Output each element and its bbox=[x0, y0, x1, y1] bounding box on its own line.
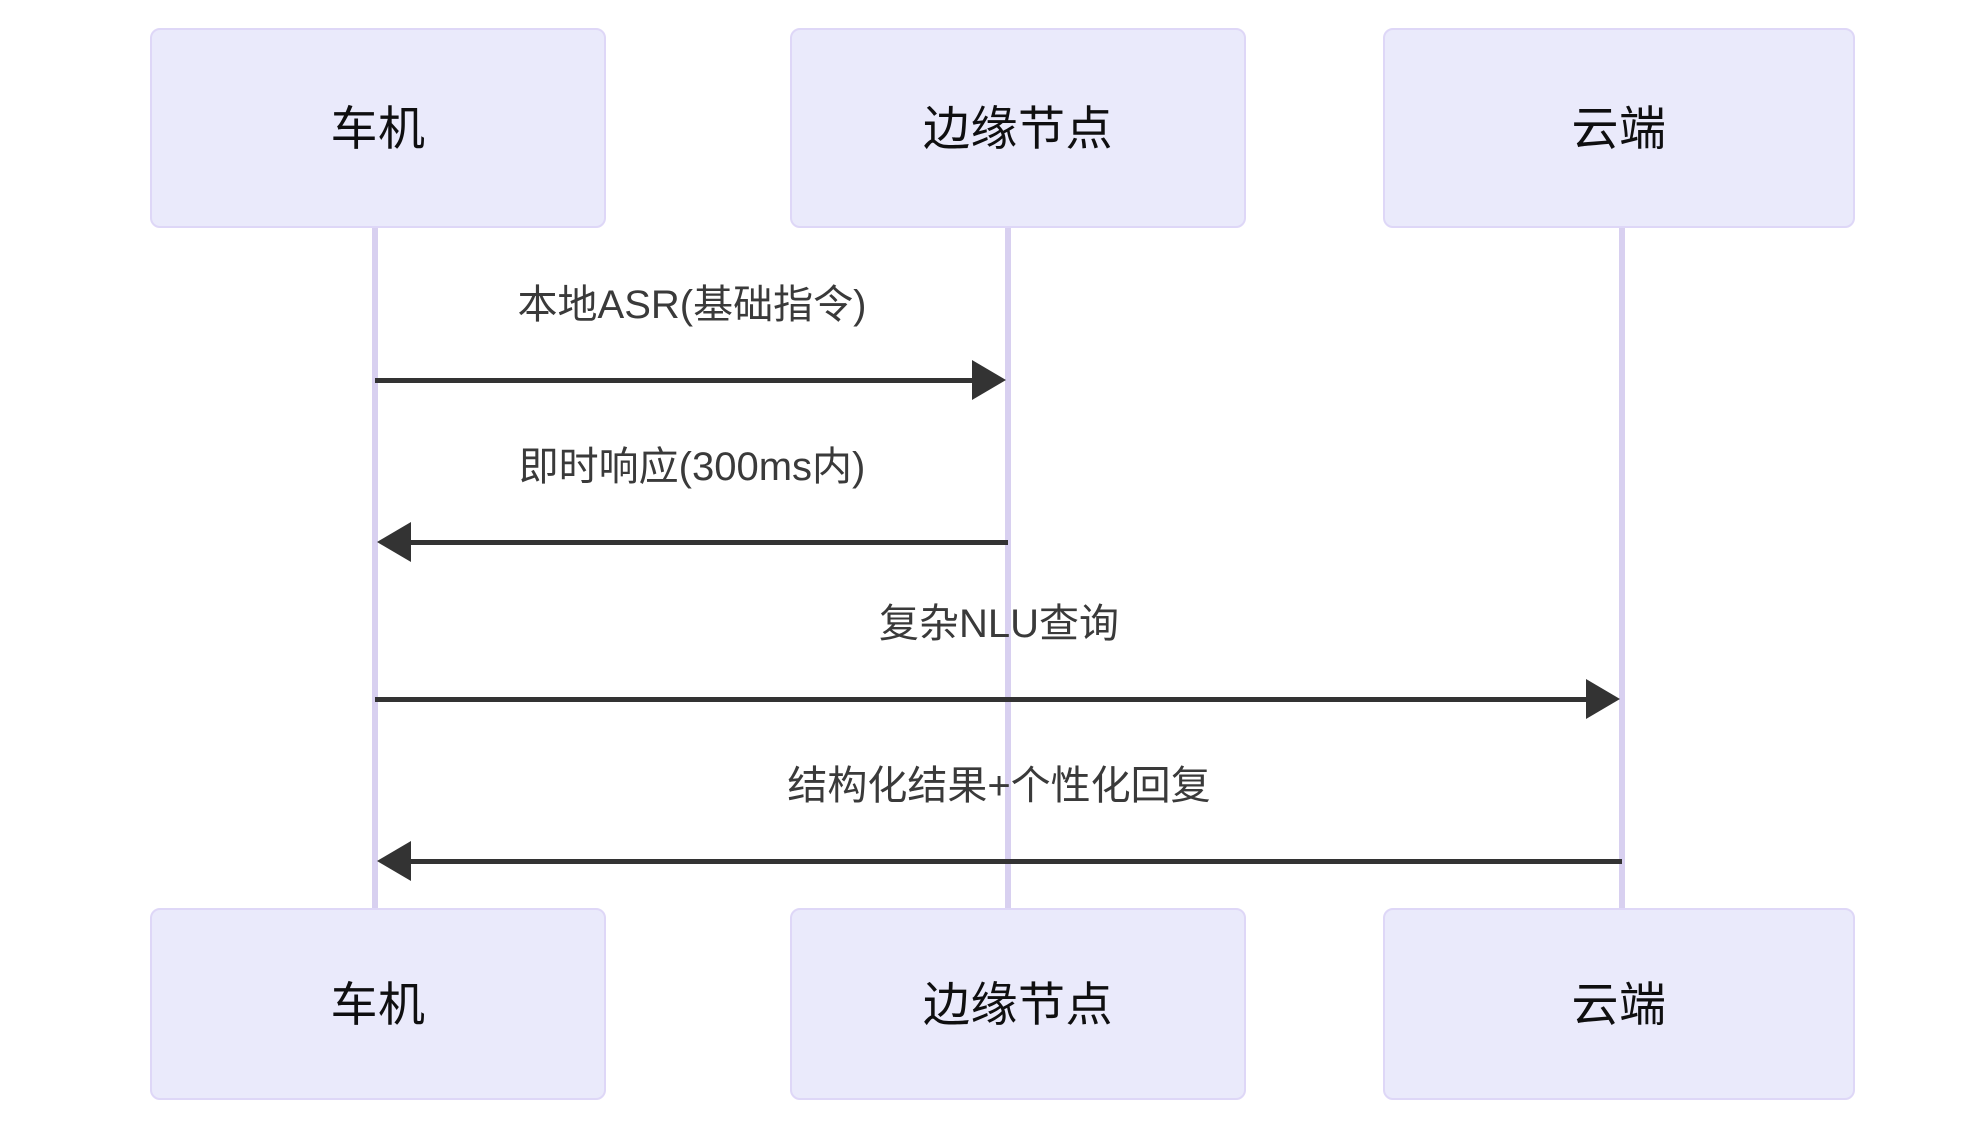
message-label-4: 结构化结果+个性化回复 bbox=[787, 764, 1211, 808]
message-line-2 bbox=[411, 540, 1008, 545]
message-label-2: 即时响应(300ms内) bbox=[518, 445, 866, 489]
lifeline-vehicle bbox=[372, 228, 378, 910]
participant-box-vehicle-bottom[interactable]: 车机 bbox=[150, 908, 606, 1100]
message-arrowhead-2 bbox=[377, 522, 411, 562]
message-label-1: 本地ASR(基础指令) bbox=[517, 283, 867, 327]
lifeline-cloud bbox=[1619, 228, 1625, 910]
participant-label-edge-top: 边缘节点 bbox=[923, 101, 1113, 155]
participant-label-cloud-top: 云端 bbox=[1571, 101, 1667, 155]
participant-label-vehicle-top: 车机 bbox=[330, 101, 426, 155]
message-line-4 bbox=[411, 859, 1622, 864]
message-label-3: 复杂NLU查询 bbox=[878, 602, 1120, 646]
participant-label-edge-bottom: 边缘节点 bbox=[923, 977, 1113, 1031]
message-arrowhead-3 bbox=[1586, 679, 1620, 719]
message-line-1 bbox=[375, 378, 972, 383]
message-line-3 bbox=[375, 697, 1586, 702]
message-arrowhead-1 bbox=[972, 360, 1006, 400]
participant-box-edge-top[interactable]: 边缘节点 bbox=[790, 28, 1246, 228]
participant-box-edge-bottom[interactable]: 边缘节点 bbox=[790, 908, 1246, 1100]
participant-label-vehicle-bottom: 车机 bbox=[330, 977, 426, 1031]
lifeline-edge bbox=[1005, 228, 1011, 910]
participant-box-vehicle-top[interactable]: 车机 bbox=[150, 28, 606, 228]
participant-box-cloud-top[interactable]: 云端 bbox=[1383, 28, 1855, 228]
message-arrowhead-4 bbox=[377, 841, 411, 881]
participant-box-cloud-bottom[interactable]: 云端 bbox=[1383, 908, 1855, 1100]
participant-label-cloud-bottom: 云端 bbox=[1571, 977, 1667, 1031]
